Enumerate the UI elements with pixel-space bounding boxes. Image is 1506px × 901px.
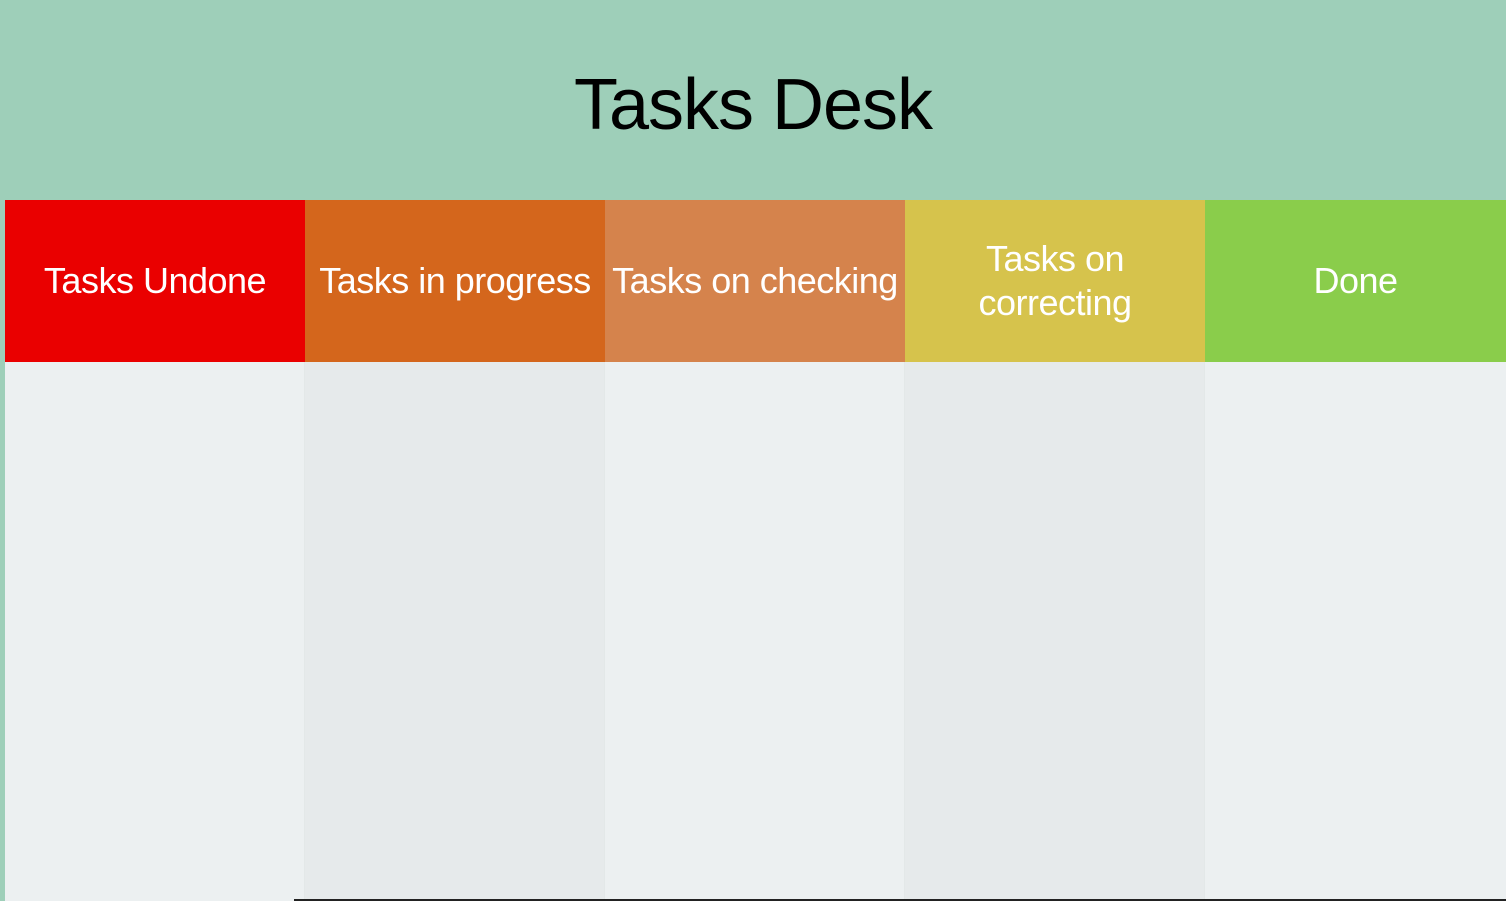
column-title: Done — [1313, 260, 1398, 301]
column-header-tasks-in-progress: Tasks in progress — [305, 200, 605, 362]
column-dropzone-tasks-on-checking[interactable] — [605, 362, 905, 901]
column-dropzone-done[interactable] — [1205, 362, 1506, 901]
page-header: Tasks Desk — [0, 0, 1506, 200]
column-header-tasks-on-correcting: Tasks on correcting — [905, 200, 1205, 362]
column-header-tasks-on-checking: Tasks on checking — [605, 200, 905, 362]
column-header-done: Done — [1205, 200, 1506, 362]
column-done: Done — [1205, 200, 1506, 901]
bottom-divider — [294, 899, 1506, 901]
column-header-tasks-undone: Tasks Undone — [5, 200, 305, 362]
column-title: Tasks on correcting — [978, 238, 1132, 323]
column-tasks-on-correcting: Tasks on correcting — [905, 200, 1205, 901]
page-title: Tasks Desk — [573, 65, 933, 145]
column-tasks-undone: Tasks Undone — [5, 200, 305, 901]
task-board: Tasks Undone Tasks in progress Tasks on … — [5, 200, 1506, 901]
column-dropzone-tasks-on-correcting[interactable] — [905, 362, 1205, 901]
column-title: Tasks Undone — [43, 260, 267, 301]
column-title: Tasks on checking — [612, 260, 898, 301]
column-tasks-on-checking: Tasks on checking — [605, 200, 905, 901]
column-title: Tasks in progress — [319, 260, 591, 301]
column-dropzone-tasks-undone[interactable] — [5, 362, 305, 901]
column-dropzone-tasks-in-progress[interactable] — [305, 362, 605, 901]
column-tasks-in-progress: Tasks in progress — [305, 200, 605, 901]
